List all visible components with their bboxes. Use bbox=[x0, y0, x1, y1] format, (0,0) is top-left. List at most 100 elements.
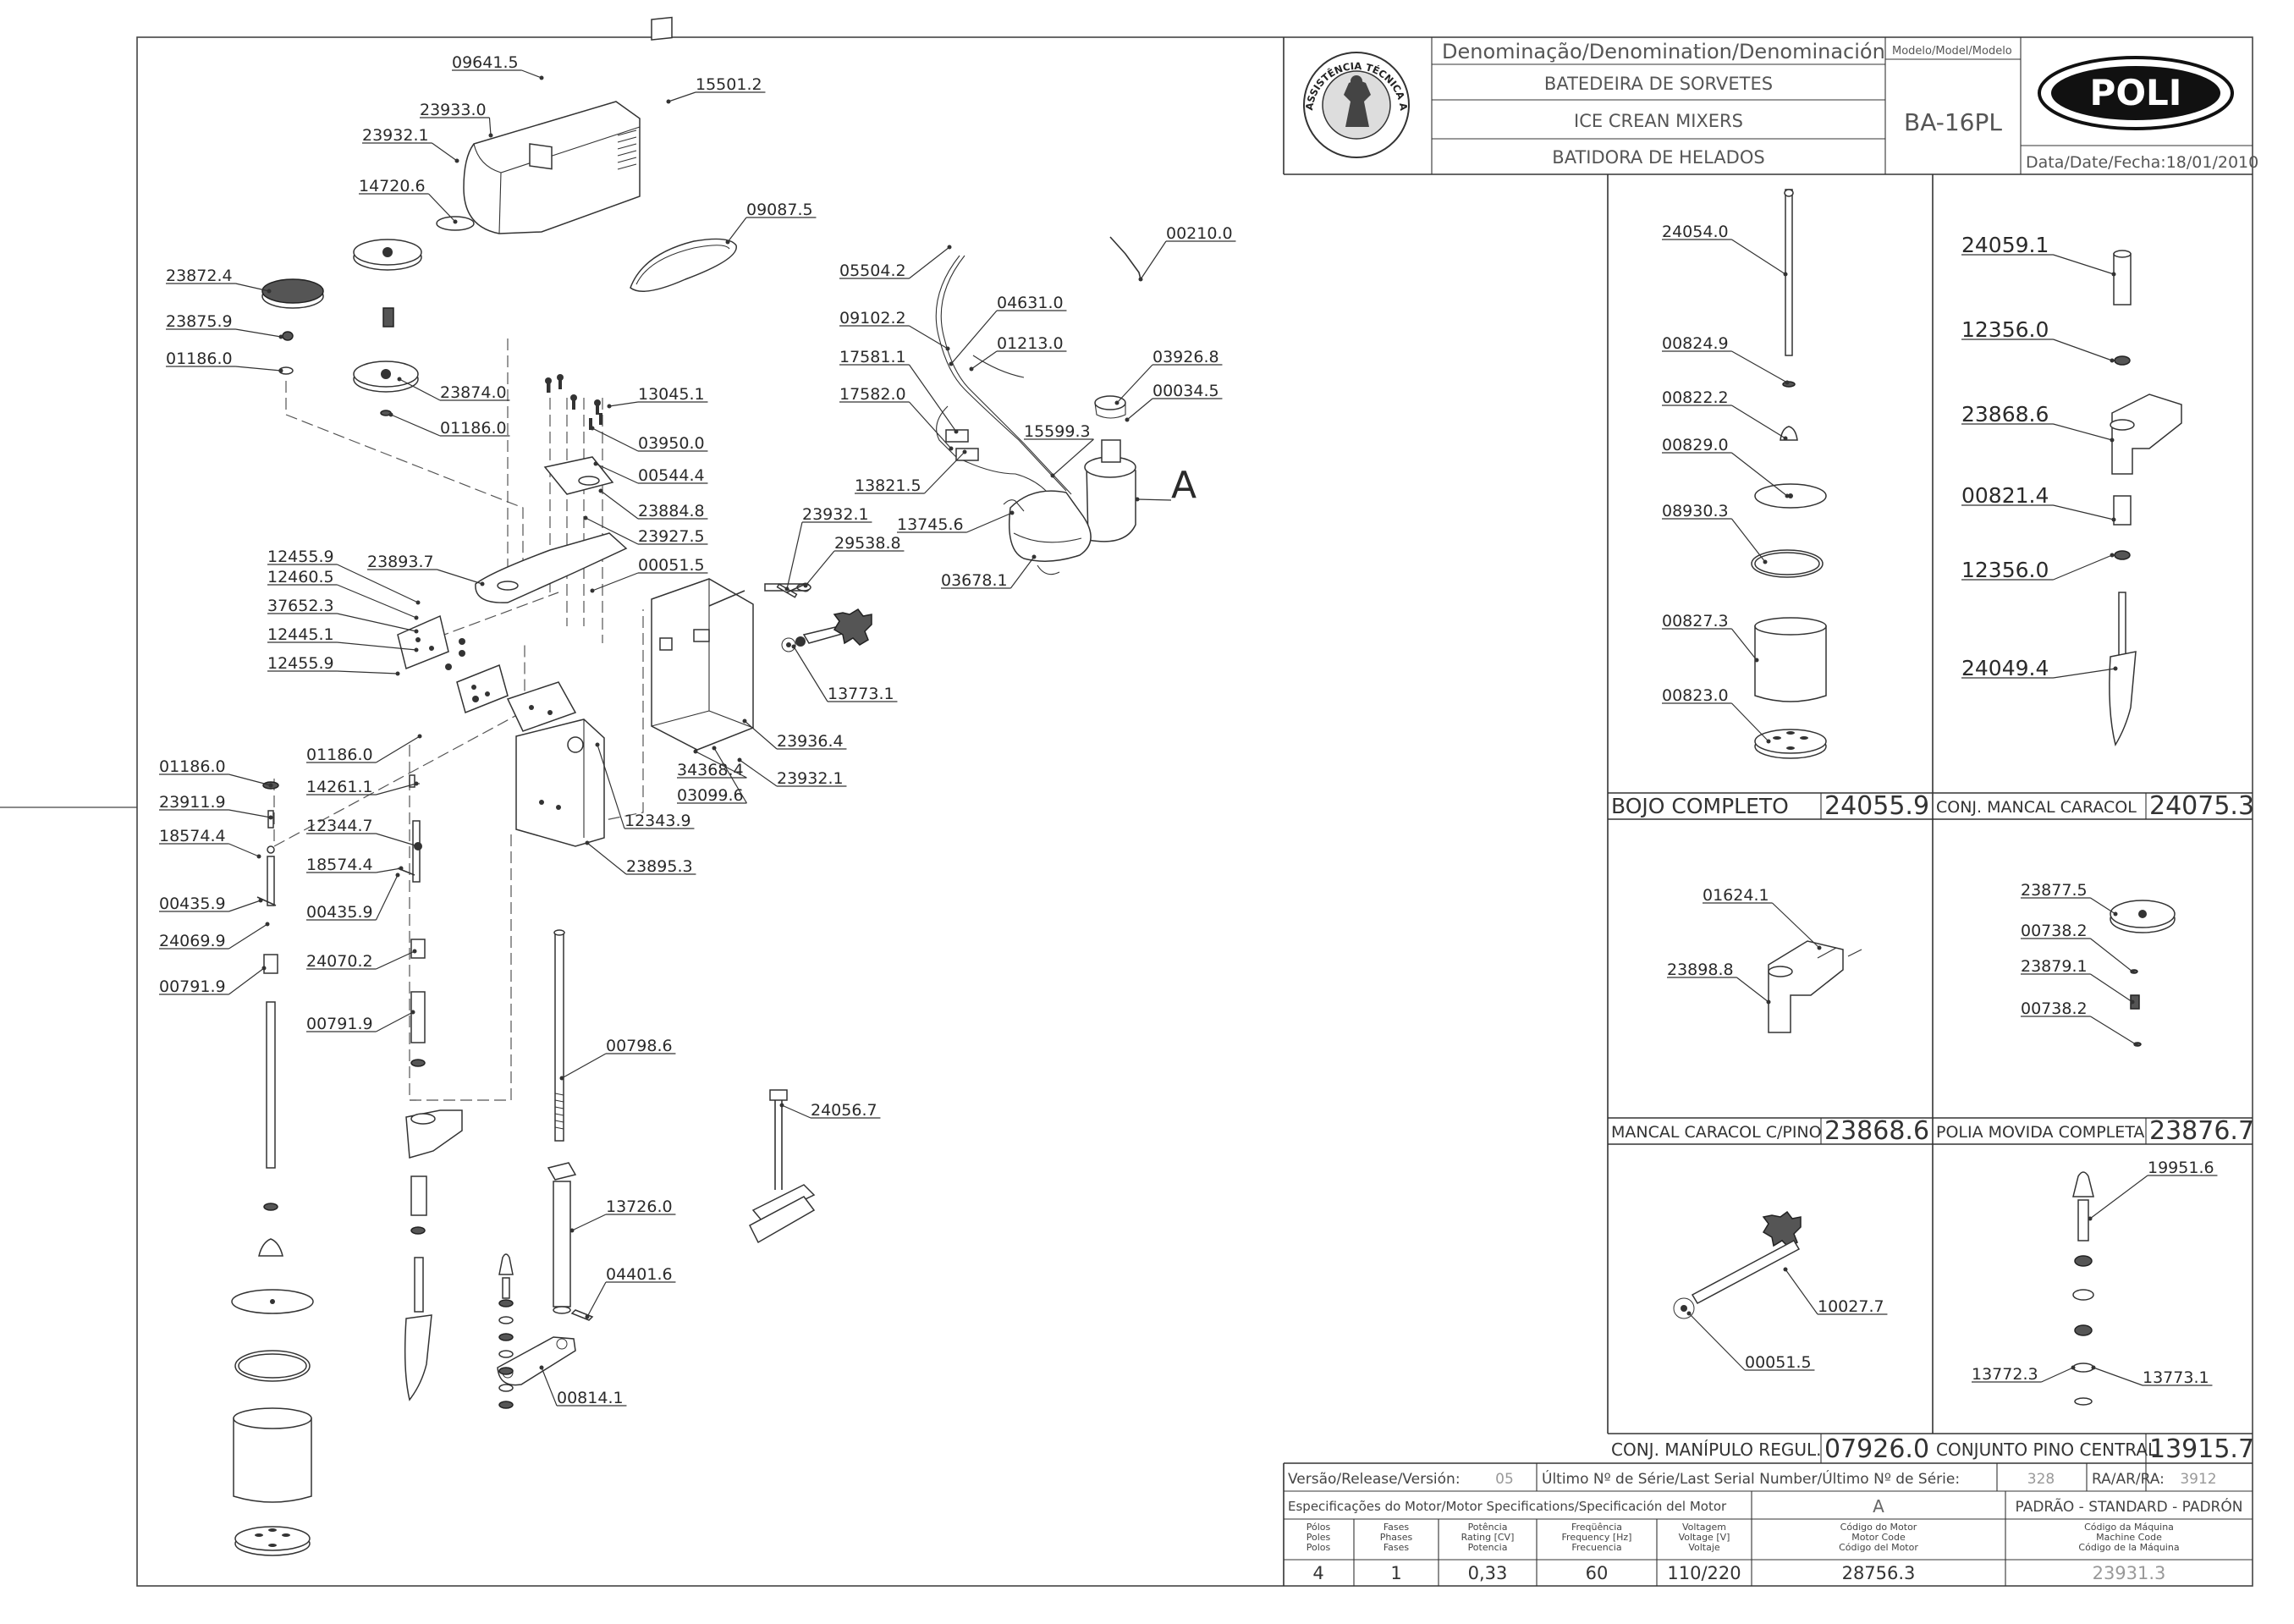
panel-part-callout: 23879.1 bbox=[2021, 957, 2135, 1005]
serial-value: 328 bbox=[2027, 1471, 2055, 1488]
panel-code: 07926.0 bbox=[1824, 1434, 1929, 1464]
panel-bowl-drawing bbox=[1751, 189, 1827, 759]
callout-label: 24069.9 bbox=[159, 932, 226, 950]
panel-bearing-pin-drawing bbox=[1768, 940, 1862, 1033]
callout-label: 00738.2 bbox=[2021, 999, 2088, 1018]
panel-part-callout: 00823.0 bbox=[1662, 686, 1771, 744]
exploded-assembly-drawing bbox=[231, 16, 1141, 1556]
panel-code: 13915.7 bbox=[2149, 1434, 2254, 1464]
part-callout: 34368.4 bbox=[677, 749, 747, 779]
callout-label: 12343.9 bbox=[624, 812, 691, 830]
part-callout: 13821.5 bbox=[855, 449, 967, 495]
name-english: ICE CREAN MIXERS bbox=[1574, 111, 1743, 131]
panel-caption: BOJO COMPLETO bbox=[1611, 794, 1789, 818]
panel-part-callout: 19951.6 bbox=[2088, 1159, 2218, 1221]
part-callout: 00034.5 bbox=[1125, 382, 1223, 422]
panel-center-pin-drawing bbox=[2072, 1171, 2094, 1406]
callout-label: 29538.8 bbox=[834, 534, 901, 553]
callout-label: 01186.0 bbox=[159, 757, 226, 776]
callout-label: 00823.0 bbox=[1662, 686, 1729, 705]
callout-label: 14720.6 bbox=[359, 177, 426, 195]
callout-label: 13773.1 bbox=[2143, 1368, 2209, 1387]
callout-label: 24056.7 bbox=[811, 1101, 877, 1120]
callout-label: 13726.0 bbox=[606, 1197, 673, 1216]
standard-label: PADRÃO - STANDARD - PADRÓN bbox=[2016, 1497, 2243, 1516]
callout-label: 00051.5 bbox=[638, 556, 705, 575]
callout-label: 13821.5 bbox=[855, 476, 921, 495]
callout-label: 00791.9 bbox=[159, 977, 226, 996]
callout-label: 23877.5 bbox=[2021, 881, 2088, 900]
panel-part-callout: 13773.1 bbox=[2091, 1365, 2213, 1387]
callout-label: 18574.4 bbox=[159, 827, 226, 845]
callout-label: 19951.6 bbox=[2148, 1159, 2214, 1177]
panel-part-callout: 00738.2 bbox=[2021, 999, 2138, 1047]
callout-label: 00821.4 bbox=[1961, 483, 2049, 508]
footer-header-line: Motor Code bbox=[1851, 1532, 1906, 1543]
panel-knob-drawing bbox=[1673, 1210, 1802, 1319]
panel-code: 23868.6 bbox=[1824, 1116, 1929, 1146]
part-callout: 12445.1 bbox=[267, 625, 419, 652]
callout-label: 09102.2 bbox=[839, 309, 906, 328]
footer-value: 23931.3 bbox=[2093, 1563, 2166, 1583]
panel-part-callout: 08930.3 bbox=[1662, 502, 1768, 564]
seal-text: ASSISTÊNCIA TÉCNICA AUTORIZADA bbox=[0, 0, 1410, 112]
svg-text:ASSISTÊNCIA TÉCNICA AUTORIZADA: ASSISTÊNCIA TÉCNICA AUTORIZADA bbox=[0, 0, 1410, 112]
part-callout: 04631.0 bbox=[949, 294, 1067, 366]
callout-label: 18574.4 bbox=[306, 856, 373, 874]
title-block: ASSISTÊNCIA TÉCNICA AUTORIZADA Denominaç… bbox=[0, 0, 2258, 175]
callout-label: 04631.0 bbox=[997, 294, 1064, 312]
part-callout: A bbox=[1135, 464, 1197, 507]
callout-label: 23936.4 bbox=[777, 732, 844, 751]
callout-label: 00827.3 bbox=[1662, 612, 1729, 630]
part-callout: 23872.4 bbox=[166, 267, 272, 294]
serial-label: Último Nº de Série/Last Serial Number/Úl… bbox=[1542, 1469, 1960, 1488]
callout-label: 03926.8 bbox=[1153, 348, 1219, 366]
callout-label: 12445.1 bbox=[267, 625, 334, 644]
footer-header-line: Pólos bbox=[1307, 1522, 1331, 1533]
panel-part-callout: 00824.9 bbox=[1662, 334, 1790, 385]
panel-part-callout: 10027.7 bbox=[1783, 1267, 1888, 1316]
panel-part-callout: 00829.0 bbox=[1662, 436, 1790, 498]
part-callout: 12455.9 bbox=[267, 548, 421, 605]
part-callout: 24070.2 bbox=[306, 949, 417, 971]
callout-label: 00051.5 bbox=[1745, 1353, 1812, 1372]
callout-label: 13773.1 bbox=[828, 685, 894, 703]
part-callout: 00791.9 bbox=[159, 966, 267, 996]
callout-label: 03950.0 bbox=[638, 434, 705, 453]
panel-caption: CONJ. MANÍPULO REGUL. bbox=[1611, 1440, 1821, 1460]
callout-label: 34368.4 bbox=[677, 761, 744, 779]
callout-layer: 09641.515501.223933.023932.114720.609087… bbox=[159, 53, 1236, 1407]
part-callout: 03099.6 bbox=[677, 746, 747, 805]
callout-label: 00544.4 bbox=[638, 466, 705, 485]
part-callout: 23911.9 bbox=[159, 793, 273, 820]
part-callout: 00791.9 bbox=[306, 1010, 415, 1033]
part-callout: 09087.5 bbox=[725, 201, 817, 245]
panel-part-callout: 12356.0 bbox=[1961, 553, 2115, 582]
part-callout: 12344.7 bbox=[306, 817, 421, 849]
footer-column-headers: PólosPolesPolosFasesPhasesFasesPotênciaR… bbox=[1307, 1522, 2180, 1553]
callout-label: 01213.0 bbox=[997, 334, 1064, 353]
callout-label: 24054.0 bbox=[1662, 223, 1729, 241]
callout-label: 00210.0 bbox=[1166, 224, 1233, 243]
poli-logo: POLI bbox=[2038, 56, 2234, 130]
part-callout: 12455.9 bbox=[267, 654, 400, 676]
panel-part-callout: 00827.3 bbox=[1662, 612, 1759, 663]
part-callout: 00798.6 bbox=[559, 1037, 676, 1081]
callout-label: 23868.6 bbox=[1961, 402, 2049, 427]
panel-bearing-drawing bbox=[2109, 250, 2182, 746]
callout-label: 14261.1 bbox=[306, 778, 373, 796]
part-callout: 17582.0 bbox=[839, 385, 954, 451]
part-callout: 24056.7 bbox=[779, 1101, 881, 1120]
callout-label: 08930.3 bbox=[1662, 502, 1729, 520]
panel-part-callout: 00822.2 bbox=[1662, 388, 1788, 441]
part-callout: 01213.0 bbox=[969, 334, 1067, 372]
part-callout: 03950.0 bbox=[590, 426, 708, 453]
footer-value: 60 bbox=[1586, 1563, 1609, 1583]
part-callout: 04401.6 bbox=[585, 1265, 676, 1319]
callout-label: 09087.5 bbox=[746, 201, 813, 219]
callout-label: 00034.5 bbox=[1153, 382, 1219, 400]
callout-label: 37652.3 bbox=[267, 597, 334, 615]
callout-label: 12460.5 bbox=[267, 568, 334, 586]
callout-label: 23893.7 bbox=[367, 553, 434, 571]
